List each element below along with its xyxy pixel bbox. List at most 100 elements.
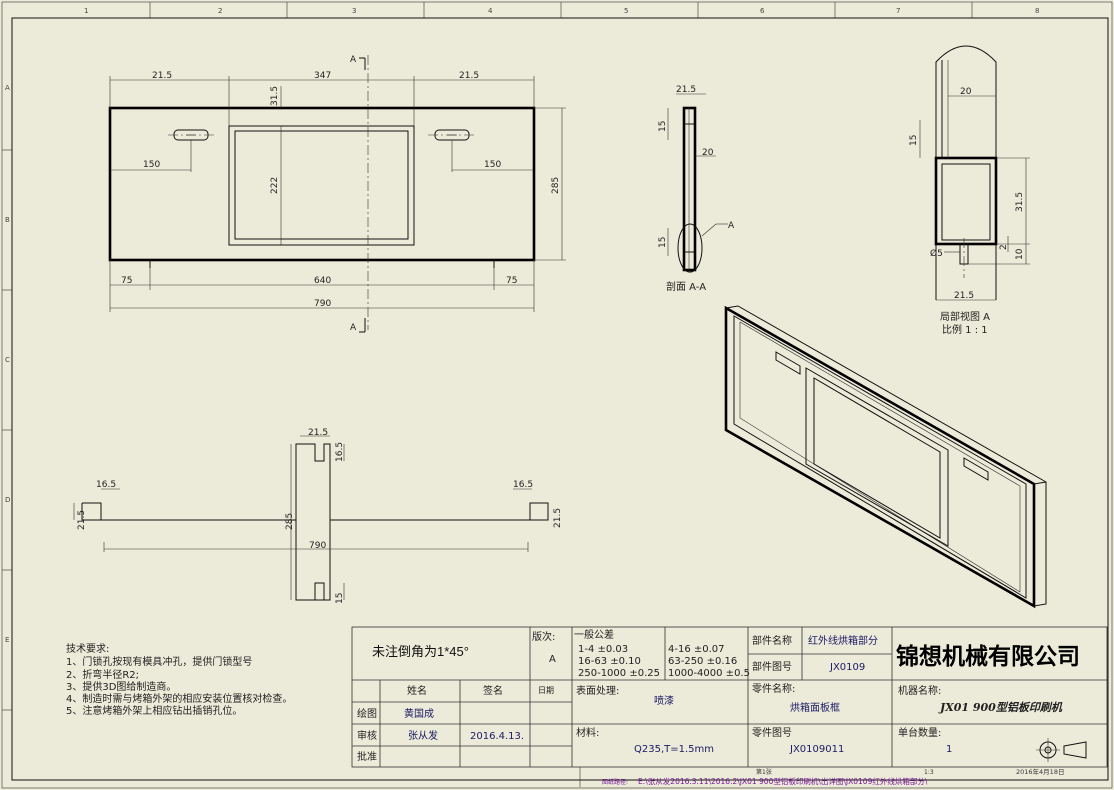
section-marker-top: A	[350, 55, 357, 65]
flat-dim-16-5-top: 16.5	[335, 442, 345, 462]
version-value: A	[549, 654, 556, 665]
dim-75-right: 75	[506, 276, 517, 286]
flat-dim-15-bottom: 15	[335, 593, 345, 604]
col-mark-2: 2	[218, 7, 222, 15]
machine-name-label: 机器名称:	[898, 684, 941, 697]
tolerance-5: 250-1000 ±0.25	[578, 668, 660, 679]
row-mark-d: D	[5, 496, 10, 504]
component-name-value: 烘箱面板框	[790, 701, 840, 714]
col-mark-1: 1	[84, 7, 88, 15]
section-marker-bottom: A	[350, 323, 357, 333]
isometric-view	[724, 305, 1047, 609]
det-dim-21-5: 21.5	[954, 291, 974, 301]
flat-dim-16-5-right: 16.5	[513, 480, 533, 490]
iso-slot-right	[963, 457, 989, 481]
flat-dim-790: 790	[309, 541, 326, 551]
footer-sheet: 第1张	[756, 768, 772, 776]
col-name-header: 姓名	[407, 684, 427, 697]
row-mark-b: B	[5, 216, 10, 224]
part-drawing-label: 部件图号	[752, 660, 792, 673]
surface-value: 喷漆	[654, 694, 674, 707]
row-review-label: 审核	[357, 729, 377, 742]
quantity-value: 1	[946, 744, 952, 755]
iso-outer	[724, 305, 1036, 609]
detail-circle	[677, 223, 703, 273]
det-dim-20: 20	[960, 87, 972, 97]
sec-dim-21-5: 21.5	[676, 85, 696, 95]
chamfer-note: 未注倒角为1*45°	[372, 644, 469, 659]
tolerance-3: 16-63 ±0.10	[578, 656, 641, 667]
sec-dim-15-bottom: 15	[658, 237, 668, 248]
surface-label: 表面处理:	[576, 684, 619, 697]
footer-path-label: 图纸路径:	[602, 778, 628, 786]
dim-222: 222	[270, 177, 280, 194]
row-mark-c: C	[5, 356, 10, 364]
detail-label: 局部视图 A	[940, 310, 990, 323]
row-mark-e: E	[5, 636, 9, 644]
dim-640: 640	[314, 276, 331, 286]
tolerance-4: 63-250 ±0.16	[668, 656, 737, 667]
col-mark-6: 6	[760, 7, 765, 15]
component-name-label: 零件名称:	[752, 682, 795, 695]
part-name-value: 红外线烘箱部分	[808, 634, 878, 647]
flat-dim-21-5-right: 21.5	[553, 508, 563, 528]
flat-dim-16-5-left: 16.5	[96, 480, 116, 490]
front-window-outer	[228, 125, 415, 246]
sheet-frame	[11, 17, 1109, 781]
tolerance-2: 4-16 ±0.07	[668, 644, 725, 655]
dim-31-5: 31.5	[270, 86, 280, 106]
section-body	[682, 106, 697, 272]
flat-pattern: 16.5 21.5 16.5 21.5 21.5 16.5 285 790 15	[73, 428, 563, 604]
row-mark-a: A	[5, 84, 10, 92]
machine-name-value: JX01 900型铝板印刷机	[938, 701, 1063, 714]
flat-dim-285: 285	[285, 513, 295, 530]
projection-symbol-icon	[1036, 738, 1087, 762]
detail-channel	[934, 156, 998, 246]
quantity-label: 单台数量:	[898, 726, 941, 739]
detail-scale: 比例 1 : 1	[942, 323, 988, 336]
tolerance-title: 一般公差	[574, 628, 614, 641]
footer-scale: 1:3	[924, 769, 934, 776]
flat-dim-21-5-left: 21.5	[77, 510, 87, 530]
dim-150-right: 150	[484, 160, 501, 170]
section-label: 剖面 A-A	[666, 280, 706, 293]
tech-item-4: 4、制造时需与烤箱外架的相应安装位置核对检查。	[66, 692, 292, 705]
material-label: 材料:	[576, 726, 599, 739]
tech-item-3: 3、提供3D图给制造商。	[66, 680, 176, 693]
tech-item-2: 2、折弯半径R2;	[66, 668, 139, 681]
front-window-inner	[234, 130, 409, 240]
review-name: 张从发	[408, 729, 438, 742]
dim-21-5-left: 21.5	[152, 71, 172, 81]
footer-date: 2016年4月18日	[1016, 767, 1064, 776]
section-view: A 21.5 15 20 15 剖面 A-A	[658, 85, 735, 293]
col-mark-7: 7	[896, 7, 900, 15]
col-mark-4: 4	[488, 7, 493, 15]
front-outer-frame	[108, 106, 536, 262]
det-dim-15: 15	[909, 135, 919, 146]
col-date-header: 日期	[538, 686, 554, 695]
det-dim-phi5: Ø5	[930, 248, 943, 259]
part-name-label: 部件名称	[752, 634, 792, 647]
material-value: Q235,T=1.5mm	[634, 744, 714, 755]
col-mark-5: 5	[624, 7, 628, 15]
dim-21-5-right: 21.5	[459, 71, 479, 81]
dim-285: 285	[551, 177, 561, 194]
dim-150-left: 150	[143, 160, 160, 170]
det-dim-2: 2	[999, 244, 1009, 250]
tolerance-1: 1-4 ±0.03	[578, 644, 628, 655]
iso-window-outer	[805, 367, 949, 547]
det-dim-31-5: 31.5	[1015, 192, 1025, 212]
iso-slot-left	[775, 351, 801, 375]
dim-347: 347	[314, 71, 331, 81]
row-draw-label: 绘图	[357, 707, 377, 720]
tech-title: 技术要求:	[66, 642, 109, 655]
tech-item-1: 1、门锁孔按现有模具冲孔，提供门锁型号	[66, 655, 252, 668]
border-zone-marks: 1 2 3 4 5 6 7 8 A B C D E	[2, 2, 1039, 711]
row-approve-label: 批准	[357, 750, 377, 763]
col-sign-header: 签名	[483, 684, 503, 697]
dim-790: 790	[314, 299, 331, 309]
tech-requirements: 技术要求: 1、门锁孔按现有模具冲孔，提供门锁型号 2、折弯半径R2; 3、提供…	[66, 642, 292, 717]
tech-item-5: 5、注意烤箱外架上相应钻出插销孔位。	[66, 704, 242, 717]
dim-75-left: 75	[121, 276, 132, 286]
